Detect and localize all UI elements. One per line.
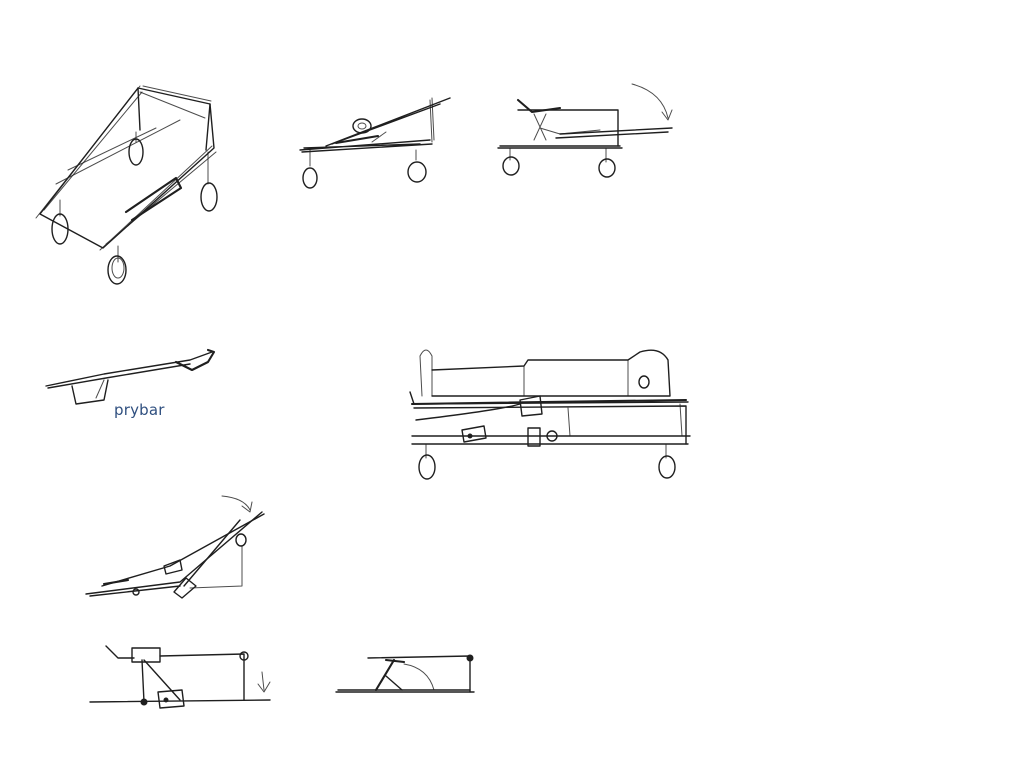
sketch-stretcher-legs-arrow [497, 83, 673, 178]
sketch-prybar [45, 348, 216, 405]
sketch-stretcher-folding [299, 97, 451, 189]
sketch-stretcher-tilting [85, 495, 265, 599]
sketch-stretcher-with-patient [409, 349, 691, 480]
sketch-stretcher-lowered [335, 654, 475, 693]
sketch-legs-collapsing [89, 645, 271, 709]
prybar-label: prybar [114, 401, 165, 419]
sketch-stretcher-perspective [35, 85, 218, 285]
